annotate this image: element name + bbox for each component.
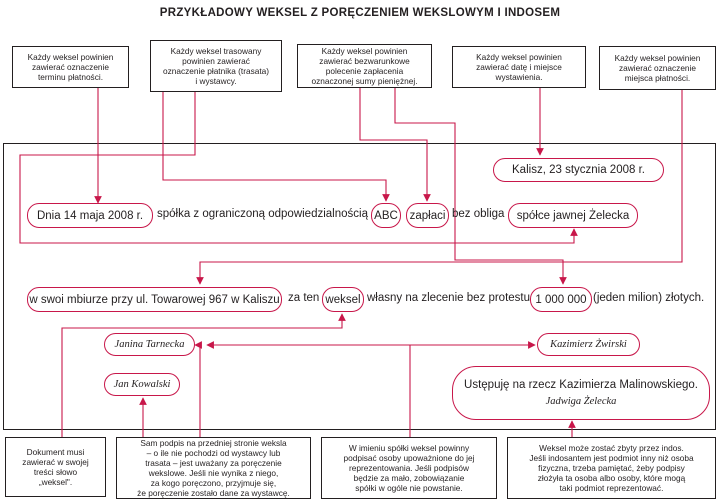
- connector-order-pay: [359, 88, 431, 202]
- note-guarantee: Sam podpis na przedniej stronie weksla –…: [116, 437, 311, 499]
- signature-janina-tarnecka: Janina Tarnecka: [104, 333, 195, 356]
- note-date-place-issue: Każdy weksel powinien zawierać datę i mi…: [452, 46, 586, 88]
- endorsement-box: Ustępuję na rzecz Kazimierza Malinowskie…: [452, 366, 710, 420]
- bill-of-exchange-frame: [3, 143, 716, 430]
- note-unconditional-order: Każdy weksel powinien zawierać bezwarunk…: [297, 44, 432, 88]
- without-obligation-text: bez obliga: [452, 208, 505, 220]
- pay-order: zapłaci: [406, 203, 449, 228]
- note-payment-term: Każdy weksel powinien zawierać oznaczeni…: [12, 46, 129, 88]
- signature-kazimierz-zwirski: Kazimierz Żwirski: [537, 333, 640, 356]
- company-text: spółka z ograniczoną odpowiedzialnością: [157, 208, 368, 220]
- own-bill-text: własny na zlecenie bez protestu: [367, 292, 531, 304]
- connector-guarantee: [194, 341, 202, 437]
- connector-place-payment: [196, 90, 683, 285]
- connector-drawer: [19, 92, 578, 244]
- word-weksel: weksel: [322, 287, 364, 312]
- payee-name: spółce jawnej Żelecka: [508, 203, 638, 228]
- connector-word-weksel: [61, 313, 346, 440]
- amount-words: (jeden milion) złotych.: [593, 292, 705, 304]
- diagram-title: PRZYKŁADOWY WEKSEL Z PORĘCZENIEM WEKSLOW…: [159, 7, 561, 19]
- place-of-payment: w swoi mbiurze przy ul. Towarowej 967 w …: [27, 287, 282, 312]
- connector-drawee: [162, 92, 390, 202]
- place-date-issue: Kalisz, 23 stycznia 2008 r.: [493, 158, 664, 182]
- amount: 1 000 000: [530, 287, 592, 312]
- endorsement-text: Ustępuję na rzecz Kazimierza Malinowskie…: [464, 379, 698, 391]
- note-word-weksel: Dokument musi zawierać w swojej treści s…: [5, 437, 106, 497]
- note-company-signers: W imieniu spółki weksel powinny podpisać…: [321, 437, 497, 499]
- za-ten-text: za ten: [288, 292, 320, 304]
- connector-amount: [394, 88, 567, 285]
- company-name: ABC: [371, 203, 401, 228]
- note-endorsement: Weksel może zostać zbyty przez indos. Je…: [507, 437, 716, 499]
- endorser-signature: Jadwiga Żelecka: [545, 396, 617, 407]
- signature-jan-kowalski: Jan Kowalski: [104, 373, 180, 396]
- note-place-payment: Każdy weksel powinien zawierać oznaczeni…: [599, 46, 716, 90]
- note-drawee-drawer: Każdy weksel trasowany powinien zawierać…: [150, 40, 282, 92]
- due-date: Dnia 14 maja 2008 r.: [27, 203, 153, 228]
